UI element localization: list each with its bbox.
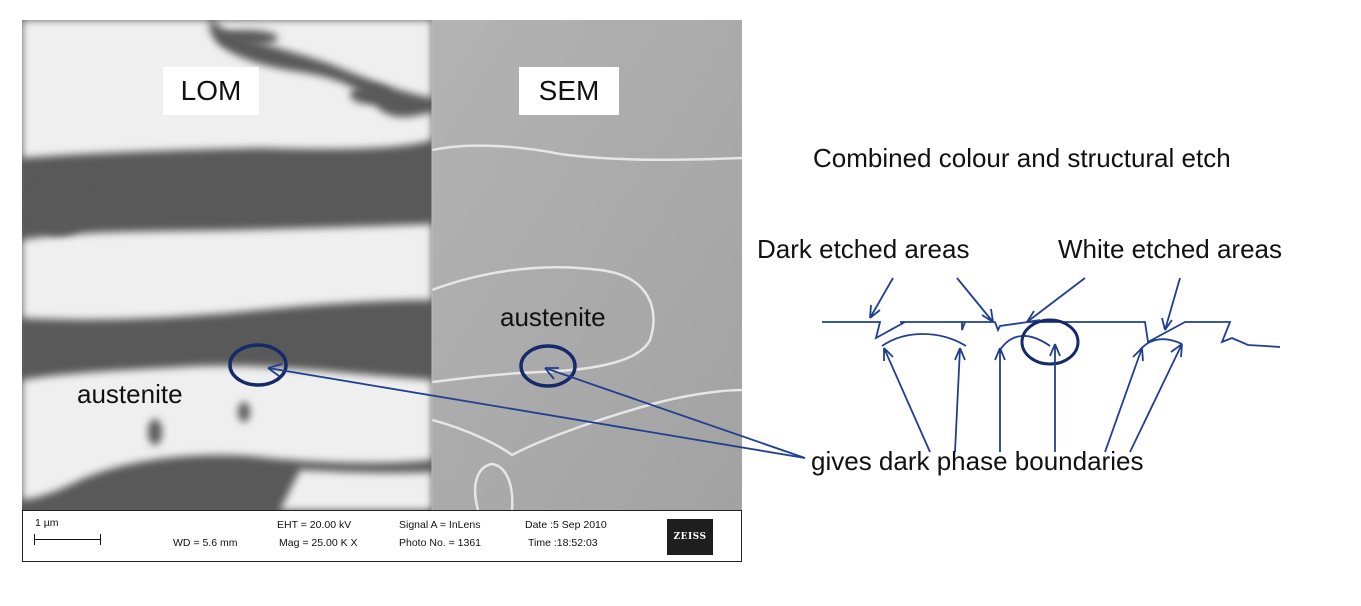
lom-boundary-ellipse — [228, 343, 288, 387]
sem-label: SEM — [519, 67, 619, 115]
boundary-arrows — [267, 363, 806, 459]
sem-databar: 1 µm WD = 5.6 mm EHT = 20.00 kV Mag = 25… — [22, 510, 742, 562]
white-etched-label: White etched areas — [1058, 234, 1283, 264]
etch-profile-schematic — [822, 277, 1281, 453]
sem-austenite-label: austenite — [500, 302, 606, 332]
schematic-title: Combined colour and structural etch — [813, 143, 1231, 173]
working-distance: WD = 5.6 mm — [173, 537, 238, 549]
capture-date: Date :5 Sep 2010 — [525, 519, 607, 531]
signal-info: Signal A = InLens — [399, 519, 481, 531]
lom-label: LOM — [163, 67, 259, 115]
lom-austenite-label: austenite — [77, 379, 183, 409]
scale-bar — [34, 534, 101, 545]
sem-boundary-ellipse — [519, 344, 577, 388]
dark-etched-label: Dark etched areas — [757, 234, 970, 264]
eht-value: EHT = 20.00 kV — [277, 519, 352, 531]
surface-profile-line — [822, 321, 1281, 348]
scale-bar-label: 1 µm — [35, 517, 59, 529]
photo-number: Photo No. = 1361 — [399, 537, 482, 549]
magnification: Mag = 25.00 K X — [279, 537, 358, 549]
capture-time: Time :18:52:03 — [528, 537, 598, 549]
phase-boundaries-label: gives dark phase boundaries — [811, 446, 1144, 476]
zeiss-logo: ZEISS — [667, 519, 713, 555]
